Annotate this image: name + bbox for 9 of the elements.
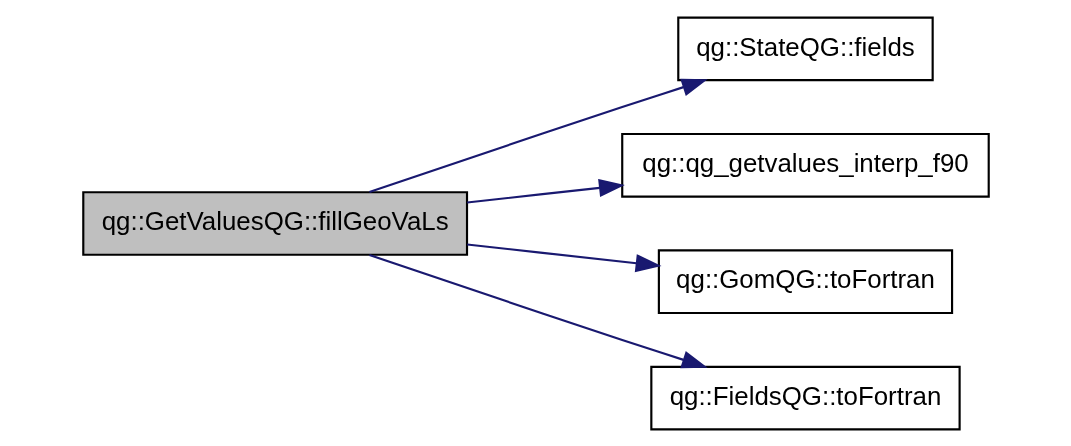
arrow — [368, 78, 708, 193]
arrow — [466, 178, 625, 204]
node-box: qg::GomQG::toFortran — [657, 248, 953, 314]
node-box: qg::GetValuesQG::fillGeoVaLs — [81, 190, 468, 256]
node-box: qg::FieldsQG::toFortran — [649, 365, 961, 430]
arrow — [368, 253, 708, 368]
node-box: qg::StateQG::fields — [676, 16, 934, 81]
arrow — [466, 242, 662, 272]
node-box: qg::qg_getvalues_interp_f90 — [620, 132, 990, 198]
